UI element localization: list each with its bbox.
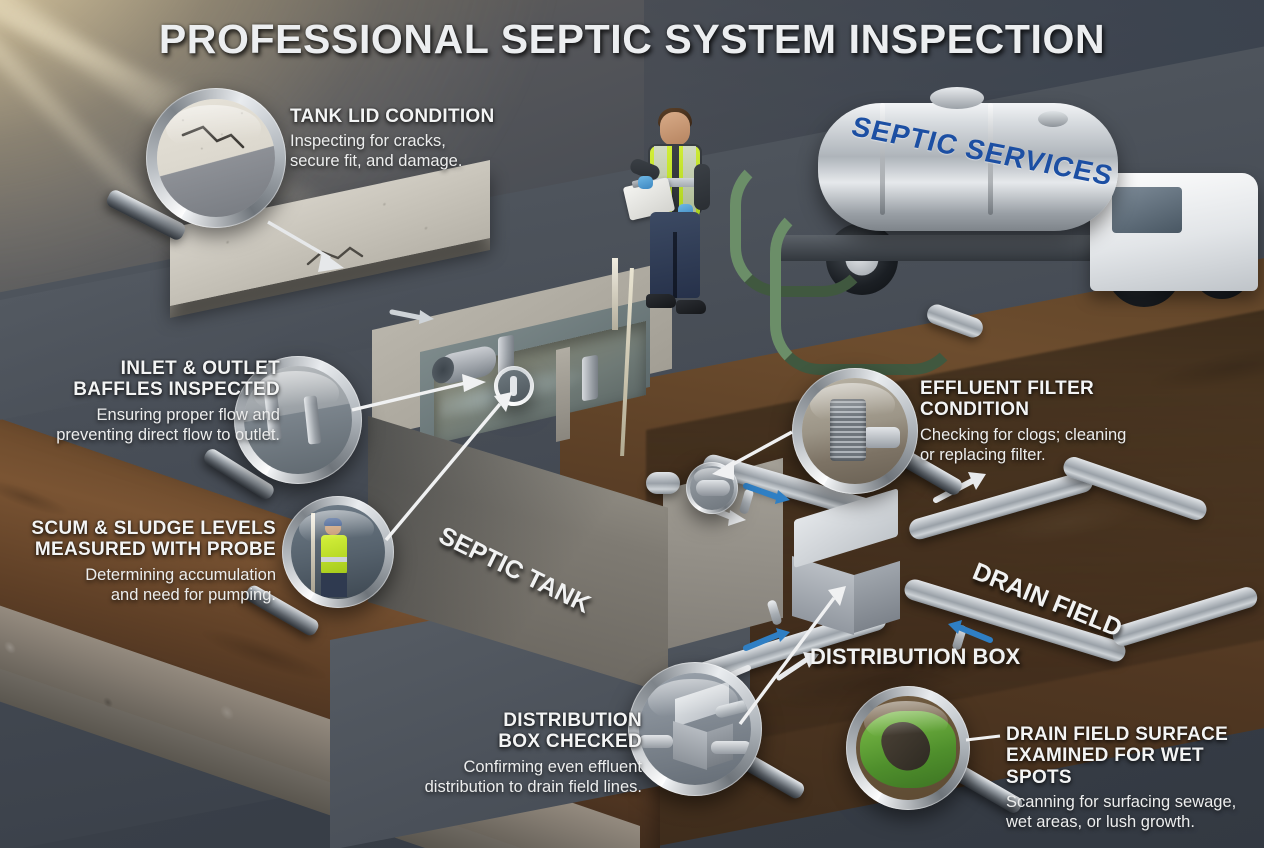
lid-crack-icon bbox=[306, 246, 364, 266]
callout-title: TANK LID CONDITION bbox=[290, 106, 495, 127]
magnifier-lens bbox=[498, 370, 530, 402]
inlet-flow-arrow bbox=[389, 309, 434, 324]
measuring-stick bbox=[612, 258, 618, 330]
inspector-glove bbox=[638, 176, 653, 189]
cab-window bbox=[1112, 187, 1182, 233]
flow-arrow-blue bbox=[743, 483, 790, 504]
vacuum-tank-barrel bbox=[818, 103, 1118, 231]
magnifier-lens bbox=[856, 696, 960, 800]
crack-detail-icon bbox=[181, 125, 245, 149]
tech-vest bbox=[321, 535, 347, 575]
tee-pipe-detail bbox=[696, 480, 730, 496]
tech-cap bbox=[324, 518, 342, 526]
baffle-tip-detail bbox=[510, 376, 517, 396]
outlet-baffle bbox=[582, 354, 598, 402]
tech-vest-strip bbox=[321, 557, 347, 562]
magnifier-lens bbox=[802, 378, 908, 484]
tank-divider-wall bbox=[556, 346, 570, 442]
callout-tank-lid-condition: TANK LID CONDITION Inspecting for cracks… bbox=[290, 106, 520, 172]
barrel-hatch bbox=[930, 87, 984, 109]
suction-hose bbox=[730, 155, 872, 297]
inspector-boot bbox=[676, 300, 706, 314]
barrel-band bbox=[988, 103, 993, 215]
tech-legs bbox=[321, 573, 347, 597]
inspector-right-arm bbox=[694, 164, 710, 210]
inspector-figure bbox=[612, 108, 730, 330]
callout-desc: Scanning for surfacing sewage,wet areas,… bbox=[1006, 792, 1237, 831]
distribution-box bbox=[786, 488, 900, 635]
callout-desc: Inspecting for cracks,secure fit, and da… bbox=[290, 132, 463, 171]
magnifier-lens bbox=[639, 673, 751, 785]
magnifier-lens bbox=[157, 99, 275, 217]
label-distribution-box: DISTRIBUTION BOX bbox=[810, 644, 1021, 669]
page-title: PROFESSIONAL SEPTIC SYSTEM INSPECTION bbox=[158, 16, 1106, 62]
barrel-band bbox=[880, 103, 885, 215]
septic-pump-truck: SEPTIC SERVICES bbox=[730, 87, 1260, 375]
tank-outlet-port bbox=[646, 472, 680, 494]
filter-mesh-cartridge bbox=[829, 399, 866, 461]
dbox-outlet-pipe-detail bbox=[711, 741, 751, 754]
probe-rod bbox=[311, 513, 315, 593]
leg-separation bbox=[673, 232, 677, 298]
filter-outlet-pipe bbox=[863, 426, 900, 448]
magnifier-lens bbox=[690, 466, 734, 510]
lens-view-grass-wet-spot bbox=[856, 696, 960, 800]
magnifier-lens bbox=[291, 505, 385, 599]
inspector-head bbox=[660, 112, 690, 146]
vest-reflective-strip bbox=[650, 178, 700, 187]
inspector-boot bbox=[646, 294, 676, 308]
dbox-inlet-pipe-detail bbox=[639, 735, 673, 748]
flow-arrow-blue bbox=[948, 620, 993, 643]
barrel-vent bbox=[1038, 111, 1068, 127]
suction-hose bbox=[770, 203, 962, 375]
